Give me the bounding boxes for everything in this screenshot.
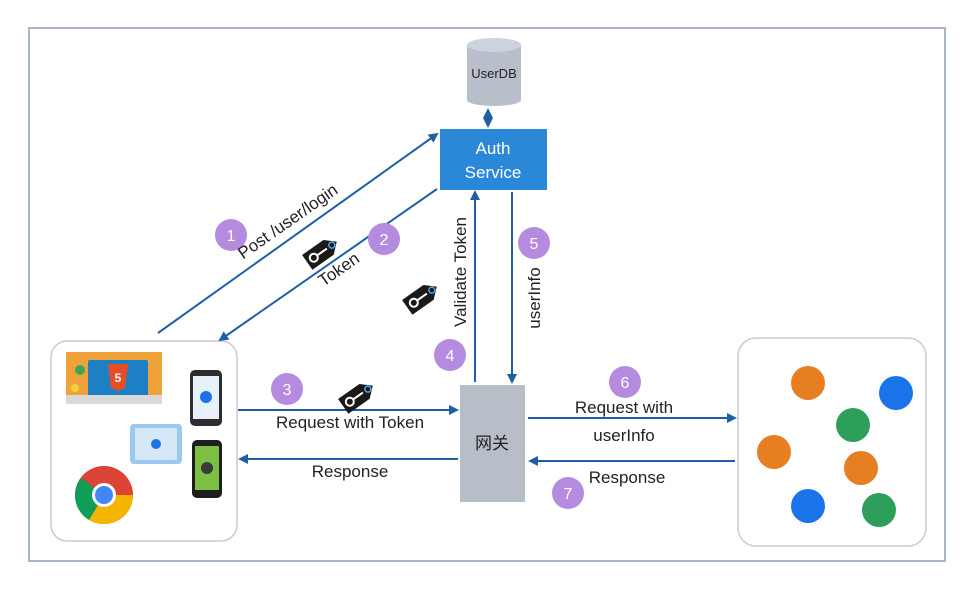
svg-text:5: 5	[530, 236, 539, 253]
label-request-with: Request with	[575, 398, 673, 417]
chrome-icon	[74, 466, 134, 525]
html5-laptop-icon: 5	[66, 352, 162, 404]
service-node	[879, 376, 913, 410]
label-request-with-token: Request with Token	[276, 413, 424, 432]
svg-text:4: 4	[446, 348, 455, 365]
auth-service-label-2: Service	[465, 163, 522, 182]
step-badge-1: 1	[215, 219, 247, 251]
arrow-token	[218, 188, 438, 342]
service-node	[862, 493, 896, 527]
client-box: 5	[50, 340, 238, 542]
label-userinfo-vertical: userInfo	[525, 267, 544, 328]
label-response-client: Response	[312, 462, 389, 481]
userdb-cylinder: UserDB	[467, 38, 521, 106]
svg-text:5: 5	[115, 371, 122, 385]
step-badge-7: 7	[552, 477, 584, 509]
svg-text:1: 1	[227, 228, 236, 245]
label-response-service: Response	[589, 468, 666, 487]
svg-text:6: 6	[621, 375, 630, 392]
service-node	[757, 435, 791, 469]
ipad-icon	[130, 424, 182, 464]
token-tag-icon	[402, 285, 437, 315]
service-node	[844, 451, 878, 485]
token-tag-icon	[338, 384, 373, 414]
diagram-frame	[28, 27, 946, 562]
label-validate-token: Validate Token	[451, 217, 470, 327]
iphone-icon	[190, 370, 222, 426]
service-node	[791, 489, 825, 523]
gateway-label: 网关	[475, 434, 509, 454]
svg-text:2: 2	[380, 232, 389, 249]
step-badge-6: 6	[609, 366, 641, 398]
step-badge-4: 4	[434, 339, 466, 371]
auth-service-box: Auth Service	[440, 129, 547, 190]
gateway-box: 网关	[460, 385, 525, 502]
android-phone-icon	[192, 440, 222, 498]
service-node	[791, 366, 825, 400]
auth-service-label-1: Auth	[476, 139, 511, 158]
svg-text:3: 3	[283, 382, 292, 399]
step-badge-2: 2	[368, 223, 400, 255]
userdb-label: UserDB	[471, 66, 517, 81]
step-badge-3: 3	[271, 373, 303, 405]
token-tag-icon	[302, 240, 337, 270]
step-badge-5: 5	[518, 227, 550, 259]
services-box	[737, 337, 927, 547]
label-userinfo-horizontal: userInfo	[593, 426, 654, 445]
svg-text:7: 7	[564, 486, 573, 503]
service-node	[836, 408, 870, 442]
arrow-login	[157, 132, 439, 334]
